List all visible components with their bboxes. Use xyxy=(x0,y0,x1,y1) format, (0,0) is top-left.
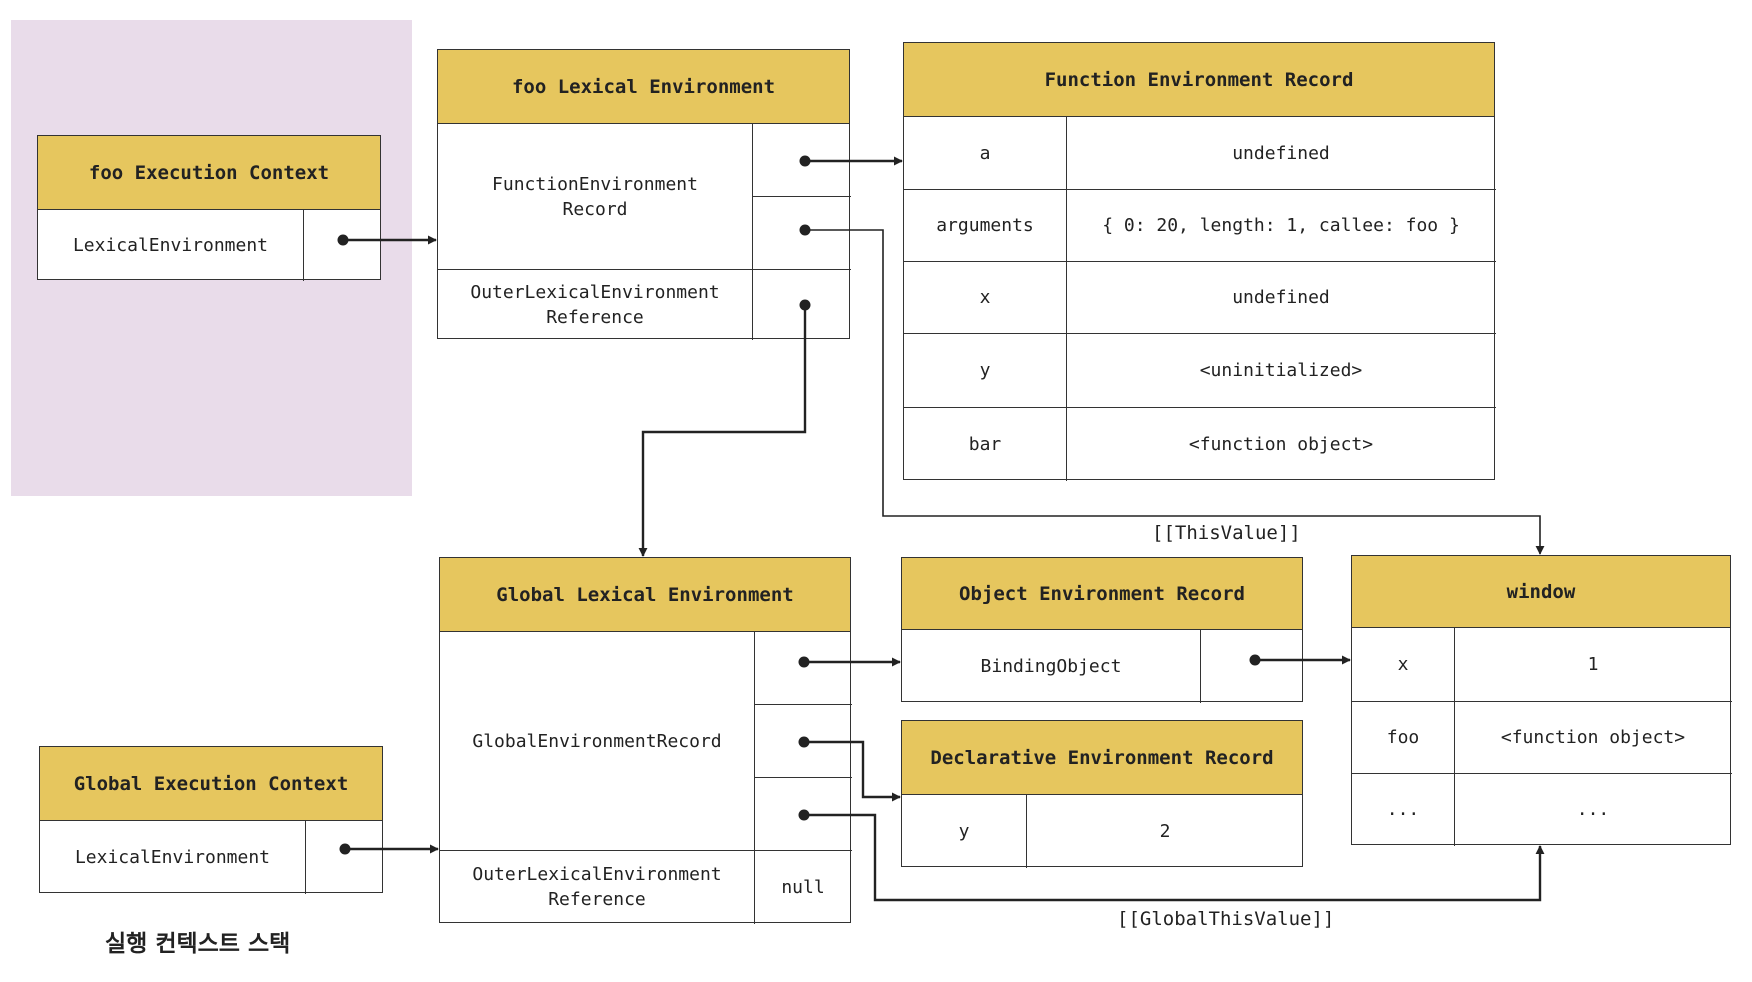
global-execution-context-title: Global Execution Context xyxy=(40,747,382,821)
window-row-value: 1 xyxy=(1587,654,1599,675)
binding-object-pointer-dot xyxy=(1249,654,1261,666)
foo-ec-pointer-dot xyxy=(337,234,349,246)
global-this-value-arrow xyxy=(804,813,1545,902)
global-declarative-pointer-dot xyxy=(798,736,810,748)
foo-lexical-environment: foo Lexical Environment FunctionEnvironm… xyxy=(437,49,851,340)
foo-execution-context-title: foo Execution Context xyxy=(38,136,380,210)
global-this-value-label: [[GlobalThisValue]] xyxy=(1117,908,1335,930)
global-ec-pointer-dot xyxy=(339,843,351,855)
foo-outer-to-global-lexenv-arrow xyxy=(638,305,807,557)
window-row-name: ... xyxy=(1386,799,1420,820)
global-record-to-declarative-record-arrow xyxy=(804,740,901,802)
this-value-label: [[ThisValue]] xyxy=(1152,522,1301,544)
window-row-name: foo xyxy=(1386,726,1420,748)
global-outer-reference-label: OuterLexicalEnvironment Reference xyxy=(472,864,722,910)
global-environment-record-label: GlobalEnvironmentRecord xyxy=(472,730,722,752)
fer-row-name: bar xyxy=(968,433,1002,455)
der-row-name: y xyxy=(958,821,970,842)
object-environment-record-title: Object Environment Record xyxy=(902,558,1302,630)
window-object: window x 1 foo <function object> ... ... xyxy=(1351,555,1732,846)
window-title: window xyxy=(1352,556,1730,628)
function-environment-record-title: Function Environment Record xyxy=(904,43,1494,117)
declarative-environment-record: Declarative Environment Record y 2 xyxy=(901,720,1303,868)
fer-row-name: a xyxy=(979,142,991,164)
this-value-arrow xyxy=(805,229,1545,555)
fer-row-name: arguments xyxy=(936,214,1034,236)
this-value-pointer-dot xyxy=(799,224,811,236)
foo-record-pointer-dot xyxy=(799,155,811,167)
global-lexical-environment-title: Global Lexical Environment xyxy=(440,558,850,632)
foo-ec-lexical-environment-label: LexicalEnvironment xyxy=(72,235,269,256)
foo-lexical-environment-title: foo Lexical Environment xyxy=(438,50,849,124)
fer-row-name: y xyxy=(979,359,991,381)
window-row-name: x xyxy=(1397,654,1409,675)
foo-execution-context: foo Execution Context LexicalEnvironment xyxy=(37,135,381,281)
window-row-value: <function object> xyxy=(1500,726,1686,748)
foo-outer-pointer-dot xyxy=(799,299,811,311)
window-row-value: ... xyxy=(1576,799,1610,820)
global-this-pointer-dot xyxy=(798,809,810,821)
fer-row-value: <uninitialized> xyxy=(1199,359,1363,381)
declarative-environment-record-title: Declarative Environment Record xyxy=(902,721,1302,795)
fer-row-name: x xyxy=(979,286,991,308)
fer-row-value: { 0: 20, length: 1, callee: foo } xyxy=(1102,214,1460,236)
object-environment-record: Object Environment Record BindingObject xyxy=(901,557,1303,703)
function-environment-record-label: FunctionEnvironment Record xyxy=(492,173,698,220)
fer-row-value: undefined xyxy=(1232,142,1330,164)
fer-row-value: <function object> xyxy=(1188,433,1374,455)
function-environment-record: Function Environment Record a undefined … xyxy=(903,42,1496,481)
binding-object-label: BindingObject xyxy=(980,656,1122,677)
execution-context-stack-label: 실행 컨텍스트 스택 xyxy=(105,931,291,957)
global-ec-lexical-environment-label: LexicalEnvironment xyxy=(74,847,271,868)
der-row-value: 2 xyxy=(1159,821,1171,842)
global-outer-reference-value: null xyxy=(781,876,825,898)
foo-outer-reference-label: OuterLexicalEnvironment Reference xyxy=(470,281,720,328)
global-object-pointer-dot xyxy=(798,656,810,668)
global-execution-context: Global Execution Context LexicalEnvironm… xyxy=(39,746,383,894)
global-lexical-environment: Global Lexical Environment GlobalEnviron… xyxy=(439,557,852,924)
fer-row-value: undefined xyxy=(1232,286,1330,308)
